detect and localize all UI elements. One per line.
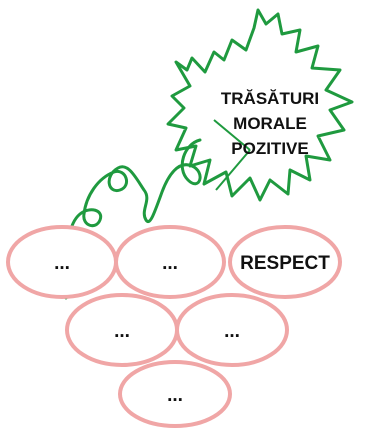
grape-3-label: RESPECT <box>240 253 330 274</box>
grape-4-label: ... <box>114 321 130 342</box>
grape-6 <box>118 360 232 428</box>
leaf-title-line-2: MORALE <box>233 114 307 133</box>
grape-6-label: ... <box>167 385 183 406</box>
grape-5 <box>175 293 289 367</box>
leaf-title-line-1: TRĂSĂTURI <box>221 89 319 108</box>
vine-tendril <box>64 138 202 300</box>
grape-5-label: ... <box>224 321 240 342</box>
leaf-title-line-3: POZITIVE <box>231 139 308 158</box>
grape-1-label: ... <box>54 253 70 274</box>
grape-3 <box>228 225 342 299</box>
grape-2 <box>114 225 226 299</box>
leaf-vein <box>213 119 251 191</box>
grape-2-label: ... <box>162 253 178 274</box>
vine-leaf <box>166 8 354 202</box>
